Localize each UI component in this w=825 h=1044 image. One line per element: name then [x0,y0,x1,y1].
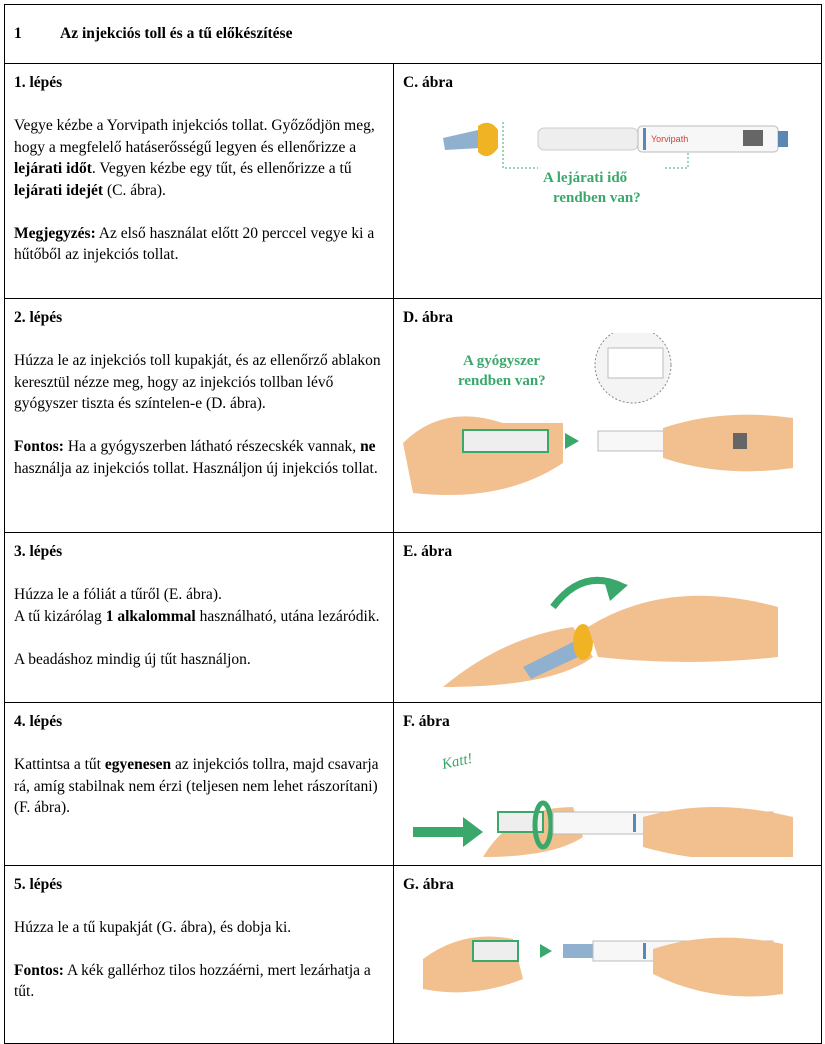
text-span: az injekciós tollra, majd csavarja rá, a… [14,756,379,816]
step-title: 4. lépés [14,713,63,730]
step-text: 5. lépés Húzza le a tű kupakját (G. ábra… [4,864,394,1044]
pen-and-needle-illustration: Yorvipath A lejárati idő rendben van? [443,121,788,206]
text-span: használja az injekciós tollat. Használjo… [14,459,378,477]
step-text: 2. lépés Húzza le az injekciós toll kupa… [4,298,394,533]
figure-cell: F. ábra Katt! [393,702,822,866]
figure-callout: rendben van? [458,373,546,389]
text-span: Megjegyzés: [14,224,96,242]
text-span: A kék gallérhoz tilos hozzáérni, mert le… [14,961,371,1001]
pen-cap-removal-illustration: A gyógyszer rendben van? [403,332,793,495]
step-note: Fontos: A kék gallérhoz tilos hozzáérni,… [14,960,384,1003]
figure-callout: rendben van? [553,190,641,206]
step-paragraph: Kattintsa a tűt egyenesen az injekciós t… [14,754,384,819]
section-header: 1 Az injekciós toll és a tű előkészítése [4,4,822,64]
figure-cell: C. ábra Yorvipath A lejárati idő rendben… [393,63,822,299]
step-row: 1. lépés Vegye kézbe a Yorvipath injekci… [4,63,822,299]
step-title: 1. lépés [14,74,63,91]
figure-title: F. ábra [403,713,450,730]
section-header-row: 1 Az injekciós toll és a tű előkészítése [4,4,822,64]
text-span: lejárati idejét [14,181,104,199]
needle-cap-removal-illustration [423,936,783,997]
figure-cell: E. ábra [393,532,822,703]
section-number: 1 [14,25,22,43]
figure-cell: D. ábra A gyógyszer rendben van? [393,298,822,533]
step-paragraph: Húzza le a tű kupakját (G. ábra), és dob… [14,918,292,936]
figure-callout: Katt! [440,750,474,772]
figure-title: E. ábra [403,543,453,560]
text-span: ne [360,438,376,455]
section-title: Az injekciós toll és a tű előkészítése [60,25,293,43]
text-span: (C. ábra). [103,181,166,199]
text-span: A tű kizárólag [14,607,106,625]
step-row: 2. lépés Húzza le az injekciós toll kupa… [4,298,822,533]
step-note: A beadáshoz mindig új tűt használjon. [14,650,251,668]
foil-removal-illustration [443,576,778,687]
step-text: 1. lépés Vegye kézbe a Yorvipath injekci… [4,63,394,299]
pen-brand-label: Yorvipath [651,134,688,144]
step-title: 2. lépés [14,309,63,326]
figure-cell: G. ábra [393,864,822,1044]
step-title: 3. lépés [14,543,63,560]
text-span: Fontos: [14,961,64,979]
text-span: Fontos: [14,438,64,455]
step-paragraph: Vegye kézbe a Yorvipath injekciós tollat… [14,115,384,201]
text-span: Ha a gyógyszerben látható részecskék van… [63,438,361,455]
step-row: 3. lépés Húzza le a fóliát a tűről (E. á… [4,532,822,703]
step-paragraph: Húzza le a fóliát a tűről (E. ábra). A tű… [14,584,384,627]
text-span: 1 alkalommal [105,607,196,625]
step-note: Fontos: Ha a gyógyszerben látható részec… [14,436,384,479]
figure-title: C. ábra [403,74,453,91]
text-span: használható, utána lezáródik. [195,607,380,625]
step-paragraph: Húzza le az injekciós toll kupakját, és … [14,352,381,412]
step-note: Megjegyzés: Az első használat előtt 20 p… [14,223,384,266]
text-span: Az első használat előtt 20 perccel vegye… [14,224,375,264]
figure-callout: A gyógyszer [463,353,540,369]
figure-title: D. ábra [403,309,453,326]
text-span: Kattintsa a tűt [14,756,105,773]
step-row: 5. lépés Húzza le a tű kupakját (G. ábra… [4,864,822,1044]
text-span: . Vegyen kézbe egy tűt, és ellenőrizze a… [91,160,352,177]
figure-callout: A lejárati idő [543,170,628,186]
step-title: 5. lépés [14,875,63,893]
text-span: egyenesen [104,756,172,773]
step-text: 4. lépés Kattintsa a tűt egyenesen az in… [4,702,394,866]
text-span: lejárati időt [14,160,92,177]
needle-attach-illustration: Katt! [413,750,793,857]
text-span: Vegye kézbe a Yorvipath injekciós tollat… [14,117,375,156]
figure-title: G. ábra [403,875,454,893]
text-span: Húzza le a fóliát a tűről (E. ábra). [14,586,222,603]
step-text: 3. lépés Húzza le a fóliát a tűről (E. á… [4,532,394,703]
step-row: 4. lépés Kattintsa a tűt egyenesen az in… [4,702,822,866]
